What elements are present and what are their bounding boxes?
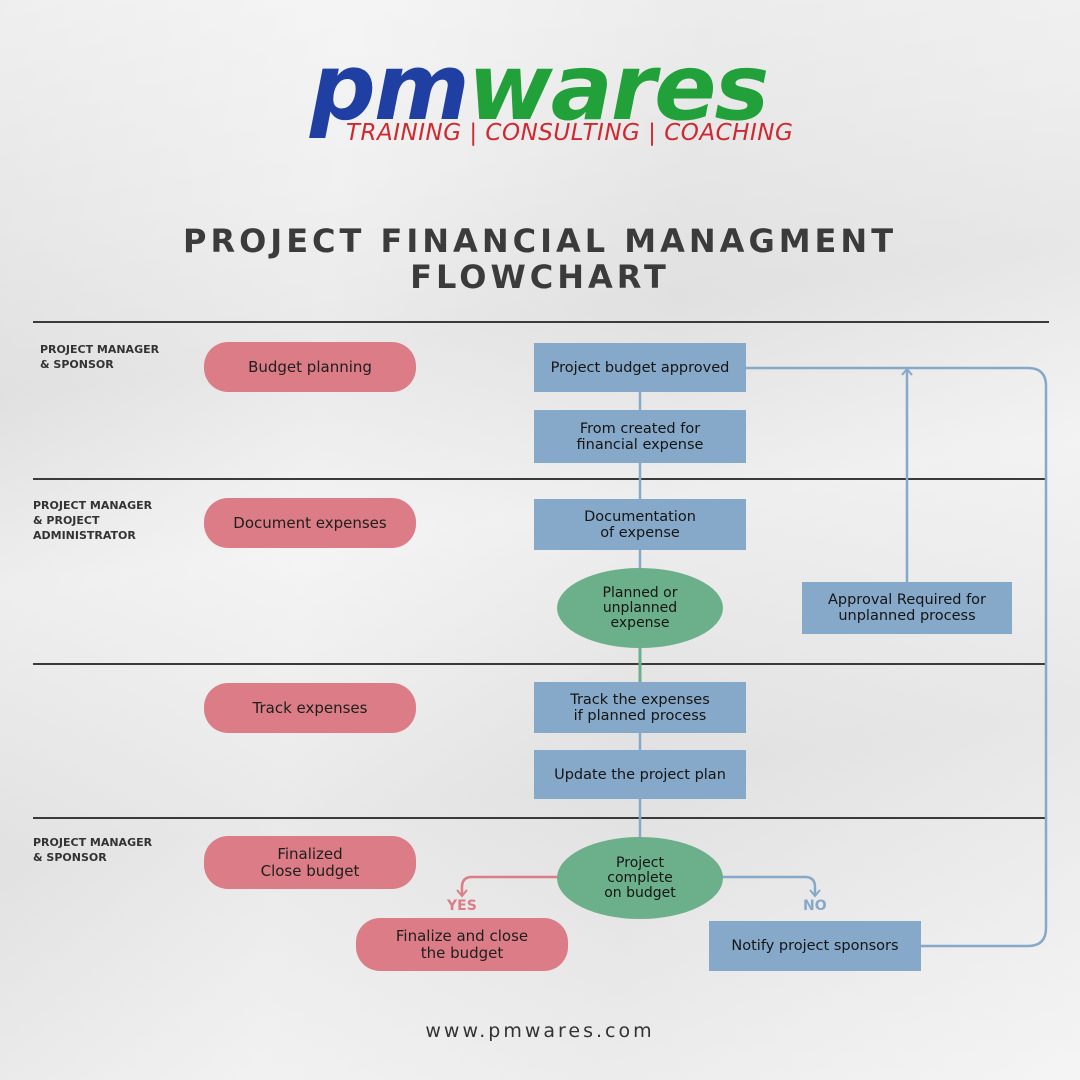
logo-wares: wares: [467, 34, 770, 141]
decision-project-complete: Project complete on budget: [557, 837, 723, 919]
activity-finalized-close-budget: Finalized Close budget: [204, 836, 416, 889]
branch-label-no: NO: [803, 898, 827, 914]
lane-divider: [33, 663, 1047, 665]
step-track-planned: Track the expenses if planned process: [534, 682, 746, 733]
logo-wordmark: pmwares: [310, 42, 769, 134]
step-finalize-close: Finalize and close the budget: [356, 918, 568, 971]
logo-pm: pm: [310, 34, 470, 141]
activity-budget-planning: Budget planning: [204, 342, 416, 392]
step-update-plan: Update the project plan: [534, 750, 746, 799]
role-label-lane-1: PROJECT MANAGER & SPONSOR: [40, 343, 160, 371]
lane-divider: [33, 817, 1047, 819]
footer-url: www.pmwares.com: [425, 1020, 655, 1042]
activity-document-expenses: Document expenses: [204, 498, 416, 548]
decision-planned-unplanned: Planned or unplanned expense: [557, 568, 723, 648]
logo-tagline: TRAINING | CONSULTING | COACHING: [346, 120, 794, 146]
branch-label-yes: YES: [447, 898, 477, 914]
title-line-1: PROJECT FINANCIAL MANAGMENT: [182, 222, 898, 260]
pmwares-logo: pmwares TRAINING | CONSULTING | COACHING: [310, 42, 810, 158]
step-form-created: From created for financial expense: [534, 410, 746, 463]
arrow-notify-loop: [746, 366, 1048, 948]
step-approval-required: Approval Required for unplanned process: [802, 582, 1012, 634]
lane-divider: [33, 478, 1047, 480]
lane-divider: [33, 321, 1049, 323]
step-notify-sponsors: Notify project sponsors: [709, 921, 921, 971]
arrow-no-branch: [721, 875, 821, 898]
activity-track-expenses: Track expenses: [204, 683, 416, 733]
arrow-yes-branch: [456, 875, 558, 898]
role-label-lane-4: PROJECT MANAGER & SPONSOR: [33, 836, 153, 864]
step-documentation: Documentation of expense: [534, 499, 746, 550]
title-line-2: FLOWCHART: [410, 258, 670, 296]
role-label-lane-2: PROJECT MANAGER & PROJECT ADMINISTRATOR: [33, 499, 153, 542]
step-project-budget-approved: Project budget approved: [534, 343, 746, 392]
